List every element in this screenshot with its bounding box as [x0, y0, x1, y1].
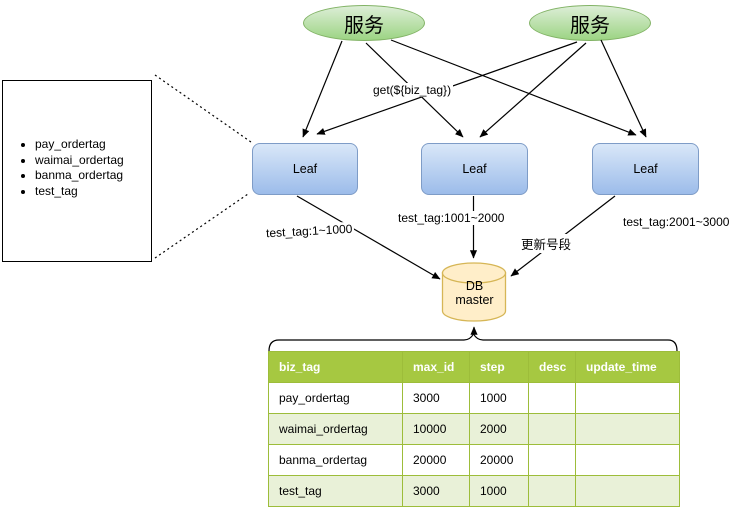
- table-cell: 1000: [469, 475, 529, 507]
- table-cell: pay_ordertag: [268, 382, 403, 414]
- table-brace: [268, 332, 678, 352]
- table-cell: 1000: [469, 382, 529, 414]
- table-cell: 3000: [402, 382, 470, 414]
- column-header: step: [469, 351, 529, 383]
- db-label: DB master: [455, 279, 494, 307]
- leaf-label: Leaf: [462, 162, 487, 176]
- table-header-row: biz_tag max_id step desc update_time: [268, 351, 680, 383]
- service-node-1: 服务: [303, 5, 425, 41]
- leaf-node-2: Leaf: [421, 143, 528, 195]
- service-label: 服务: [344, 14, 384, 37]
- table-cell: banma_ordertag: [268, 444, 403, 476]
- list-item: banma_ordertag: [35, 168, 151, 184]
- table-cell: [575, 475, 680, 507]
- table-row: waimai_ordertag 10000 2000: [268, 413, 680, 445]
- column-header: biz_tag: [268, 351, 403, 383]
- table-cell: 10000: [402, 413, 470, 445]
- dotted-link-bottom: [154, 193, 249, 259]
- leaf-node-1: Leaf: [252, 143, 358, 195]
- service-label: 服务: [570, 14, 610, 37]
- table-cell: waimai_ordertag: [268, 413, 403, 445]
- list-item: test_tag: [35, 184, 151, 200]
- table-cell: 20000: [469, 444, 529, 476]
- biz-tag-list-box: pay_ordertag waimai_ordertag banma_order…: [2, 80, 152, 262]
- arrow-service2-leaf3: [600, 39, 647, 138]
- table-cell: 3000: [402, 475, 470, 507]
- column-header: update_time: [575, 351, 680, 383]
- dotted-link-top: [154, 74, 252, 143]
- edge-label-update: 更新号段: [519, 234, 574, 253]
- biz-tag-list: pay_ordertag waimai_ordertag banma_order…: [15, 137, 151, 199]
- leaf-label: Leaf: [633, 162, 658, 176]
- list-item: waimai_ordertag: [35, 153, 151, 169]
- table-row: banma_ordertag 20000 20000: [268, 444, 680, 476]
- table-cell: [575, 444, 680, 476]
- list-item: pay_ordertag: [35, 137, 151, 153]
- column-header: desc: [528, 351, 576, 383]
- table-cell: 20000: [402, 444, 470, 476]
- segment-table: biz_tag max_id step desc update_time pay…: [268, 351, 680, 507]
- table-row: pay_ordertag 3000 1000: [268, 382, 680, 414]
- table-cell: [528, 413, 576, 445]
- edge-label-range-3: test_tag:2001~3000: [621, 215, 732, 229]
- leaf-label: Leaf: [292, 162, 318, 176]
- table-cell: [528, 475, 576, 507]
- arrow-service2-leaf2: [479, 42, 587, 138]
- table-cell: [575, 382, 680, 414]
- table-cell: test_tag: [268, 475, 403, 507]
- service-node-2: 服务: [529, 5, 651, 41]
- table-cell: [528, 444, 576, 476]
- leaf-node-3: Leaf: [592, 143, 699, 195]
- table-cell: 2000: [469, 413, 529, 445]
- column-header: max_id: [402, 351, 470, 383]
- table-cell: [528, 382, 576, 414]
- table-cell: [575, 413, 680, 445]
- edge-label-range-1: test_tag:1~1000: [263, 221, 355, 241]
- edge-label-range-2: test_tag:1001~2000: [396, 211, 507, 225]
- arrow-service1-leaf1: [302, 40, 343, 138]
- edge-label-get: get(${biz_tag}): [371, 83, 454, 97]
- table-row: test_tag 3000 1000: [268, 475, 680, 507]
